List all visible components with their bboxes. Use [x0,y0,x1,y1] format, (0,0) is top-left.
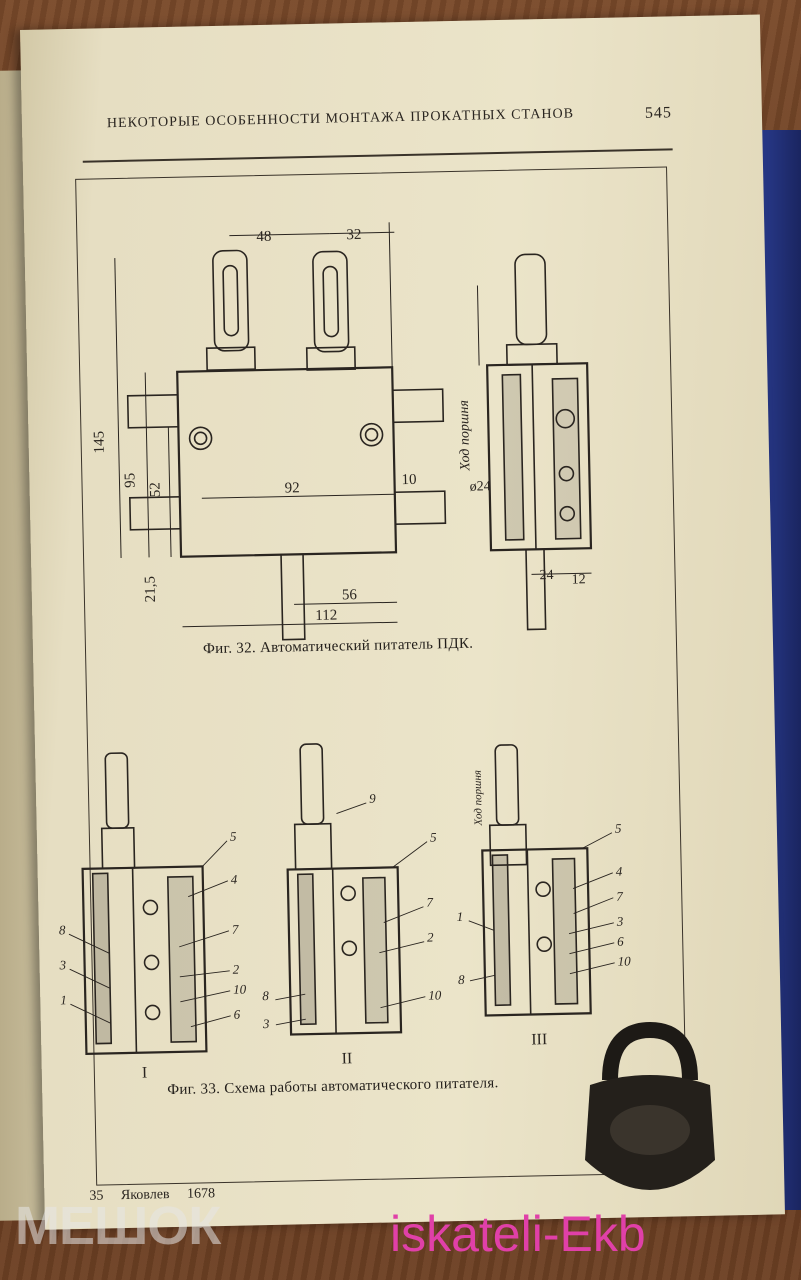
v1-label-6: 6 [234,1007,241,1022]
fig33-view-1 [81,752,208,1055]
watermark-left: МЕШОК [15,1196,221,1256]
v3-label-4: 4 [616,864,623,879]
v3-label-6: 6 [617,934,624,949]
v2-label-7: 7 [426,895,433,910]
fig33-leaders [68,802,615,1028]
padlock-icon [585,1021,715,1190]
dim-10: 10 [401,472,416,488]
v2-label-5: 5 [430,829,437,844]
v3-label-1: 1 [457,909,464,924]
dim-12: 12 [571,572,585,587]
view-label-2: II [341,1050,352,1067]
v3-label-7: 7 [616,889,623,904]
dim-52: 52 [148,482,164,497]
v1-label-8: 8 [59,922,66,937]
fig32-section-view [476,253,593,631]
fig32-front-view [114,222,447,641]
dim-21-5: 21,5 [142,576,159,603]
technical-drawings: 48 32 145 95 52 92 10 21,5 56 112 Ход по… [58,222,631,1082]
v2-label-9: 9 [369,791,376,806]
dim-95: 95 [122,473,138,488]
v2-label-8: 8 [262,988,269,1003]
v1-label-10: 10 [233,981,247,996]
dim-stroke-32: Ход поршня [457,400,473,472]
v1-label-5: 5 [230,829,237,844]
view-label-1: I [142,1065,148,1082]
v3-label-3: 3 [616,914,624,929]
dim-48: 48 [256,229,271,245]
fig33-view-3 [481,744,592,1017]
v1-label-1: 1 [60,992,67,1007]
dim-145: 145 [91,431,107,454]
view-label-3: III [531,1031,547,1048]
v2-label-10: 10 [428,987,442,1002]
v2-label-3: 3 [262,1016,270,1031]
dim-112: 112 [315,607,337,623]
v1-label-4: 4 [231,872,238,887]
fig33-view-2 [286,743,403,1036]
fig32-front-dims: 48 32 145 95 52 92 10 21,5 56 112 [91,227,416,624]
v3-stroke-label: Ход поршня [472,770,485,827]
v1-label-3: 3 [58,957,66,972]
v3-label-10: 10 [617,953,631,968]
v2-label-2: 2 [427,930,434,945]
fig33-labels: 5 4 7 2 10 6 8 3 1 5 7 2 10 9 8 3 5 4 7 … [58,770,631,1031]
v3-label-5: 5 [615,821,622,836]
watermark-right: iskateli-Ekb [390,1206,646,1262]
dim-32: 32 [346,227,361,243]
dim-24: 24 [539,568,553,583]
book-page: НЕКОТОРЫЕ ОСОБЕННОСТИ МОНТАЖА ПРОКАТНЫХ … [20,14,785,1230]
dim-56: 56 [342,587,358,603]
v3-label-8: 8 [458,972,465,987]
v1-label-7: 7 [232,922,239,937]
dim-92: 92 [284,480,299,496]
fig33-view-labels: I II III [142,1031,548,1082]
v1-label-2: 2 [233,962,240,977]
dim-dia24: ø24 [470,479,491,494]
fig32-section-dims: Ход поршня ø24 24 12 [457,400,586,588]
